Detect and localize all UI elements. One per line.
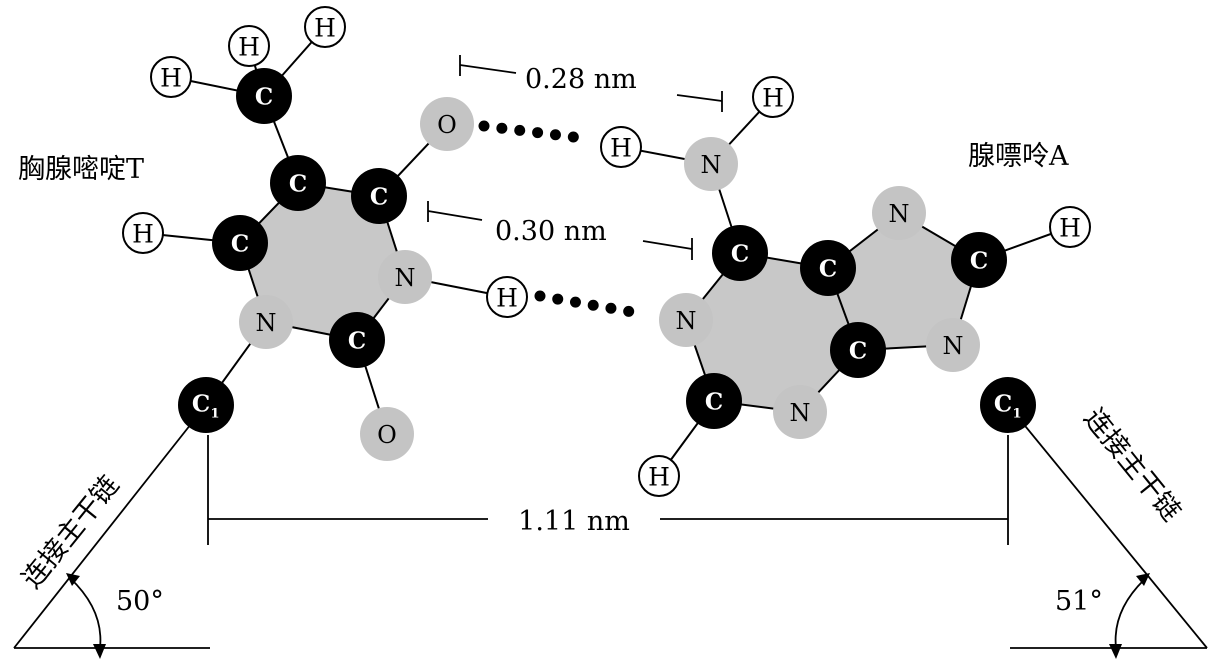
- svg-text:1: 1: [210, 407, 219, 422]
- adenine-label: 腺嘌呤A: [968, 141, 1069, 172]
- atom-hydrogen: H: [228, 25, 270, 67]
- atom-carbon: C: [712, 225, 768, 281]
- atom-hydrogen: H: [486, 276, 528, 318]
- svg-text:C: C: [705, 389, 723, 416]
- svg-text:N: N: [943, 332, 964, 360]
- svg-text:1: 1: [1012, 407, 1021, 422]
- svg-text:N: N: [676, 307, 697, 335]
- atom-carbon: C: [270, 155, 326, 211]
- svg-text:H: H: [314, 14, 336, 43]
- atom-hydrogen: H: [122, 212, 164, 254]
- atom-carbon: C: [329, 312, 385, 368]
- atom-nitrogen: N: [926, 318, 980, 372]
- backbone-left: [13, 404, 210, 659]
- atom-oxygen: O: [420, 97, 474, 151]
- measure-label-028: 0.28 nm: [525, 64, 637, 95]
- svg-text:O: O: [377, 421, 397, 449]
- svg-text:C: C: [231, 231, 249, 258]
- svg-text:O: O: [437, 111, 457, 139]
- atom-nitrogen: N: [659, 293, 713, 347]
- atom-hydrogen: H: [752, 76, 794, 118]
- thymine-label: 胸腺嘧啶T: [18, 154, 144, 185]
- atom-carbon: C: [830, 322, 886, 378]
- svg-text:C: C: [849, 338, 867, 365]
- svg-text:C: C: [348, 328, 366, 355]
- adenine-five-ring: [828, 213, 979, 350]
- measure-028: [459, 55, 723, 112]
- measure-030: [427, 201, 693, 260]
- svg-text:C: C: [255, 84, 273, 111]
- svg-text:H: H: [238, 33, 260, 62]
- atom-carbon: C: [236, 68, 292, 124]
- svg-text:N: N: [790, 399, 811, 427]
- atom-nitrogen: N: [773, 385, 827, 439]
- svg-text:H: H: [648, 463, 670, 492]
- svg-text:H: H: [132, 220, 154, 249]
- svg-text:C: C: [289, 171, 307, 198]
- hydrogen-bond-bottom: [534, 290, 650, 320]
- svg-text:N: N: [701, 151, 722, 179]
- measure-label-111: 1.11 nm: [518, 506, 630, 537]
- svg-text:C: C: [970, 248, 988, 275]
- angle-left-label: 50°: [116, 586, 164, 617]
- atom-nitrogen: N: [239, 295, 293, 349]
- angle-right-label: 51°: [1055, 586, 1103, 617]
- svg-text:C: C: [192, 391, 210, 418]
- atom-hydrogen: H: [600, 126, 642, 168]
- svg-text:C: C: [370, 184, 388, 211]
- atom-nitrogen: N: [872, 186, 926, 240]
- atom-carbon: C: [686, 373, 742, 429]
- atom-carbon: C: [351, 168, 407, 224]
- atom-carbon: C: [951, 232, 1007, 288]
- atom-c1-right: C 1: [980, 377, 1036, 433]
- atom-hydrogen: H: [304, 6, 346, 48]
- hydrogen-bond-top: [478, 120, 596, 145]
- atom-carbon: C: [800, 240, 856, 296]
- atom-nitrogen: N: [684, 137, 738, 191]
- atom-c1-left: C 1: [178, 377, 234, 433]
- svg-text:C: C: [819, 256, 837, 283]
- svg-text:N: N: [889, 200, 910, 228]
- svg-text:H: H: [496, 284, 518, 313]
- svg-text:H: H: [762, 84, 784, 113]
- svg-text:H: H: [160, 64, 182, 93]
- svg-text:N: N: [395, 264, 416, 292]
- atom-hydrogen: H: [150, 56, 192, 98]
- atom-carbon: C: [212, 215, 268, 271]
- svg-text:C: C: [731, 241, 749, 268]
- atom-nitrogen: N: [378, 250, 432, 304]
- atom-oxygen: O: [360, 407, 414, 461]
- measure-label-030: 0.30 nm: [495, 216, 607, 247]
- measure-111: [207, 435, 1009, 545]
- backbone-right: [1007, 404, 1208, 659]
- svg-text:H: H: [610, 134, 632, 163]
- svg-text:H: H: [1059, 214, 1081, 243]
- svg-text:N: N: [256, 309, 277, 337]
- atom-hydrogen: H: [638, 455, 680, 497]
- svg-text:C: C: [994, 391, 1012, 418]
- atom-hydrogen: H: [1049, 206, 1091, 248]
